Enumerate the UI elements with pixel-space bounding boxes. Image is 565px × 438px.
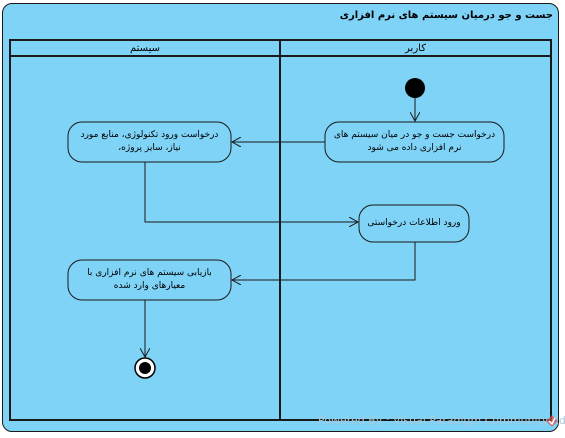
lane-title-system: سیستم — [130, 43, 160, 54]
action-label-request-input: درخواست ورود تکنولوژی، منابع مورد نیاز، … — [80, 130, 219, 153]
action-label-request-search: درخواست جست و جو در میان سیستم های نرم ا… — [333, 130, 496, 153]
action-label-enter-info: ورود اطلاعات درخواستی — [367, 218, 461, 228]
watermark-text: Powered By : Visual Paradigm Community E… — [318, 414, 565, 427]
lane-title-user: کاربر — [405, 43, 426, 54]
flow-request-input-to-enter-info — [144, 162, 358, 222]
initial-node — [405, 78, 425, 98]
diagram-title: جست و جو درمیان سیستم های نرم افزاری — [339, 10, 553, 21]
action-label-retrieve-systems: بازیابی سیستم های نرم افزاری با معیارهای… — [87, 268, 212, 291]
final-node-inner — [139, 362, 151, 374]
flow-enter-info-to-retrieve — [232, 242, 416, 280]
action-node-enter-info — [358, 204, 470, 243]
visual-paradigm-logo-icon — [546, 415, 558, 427]
